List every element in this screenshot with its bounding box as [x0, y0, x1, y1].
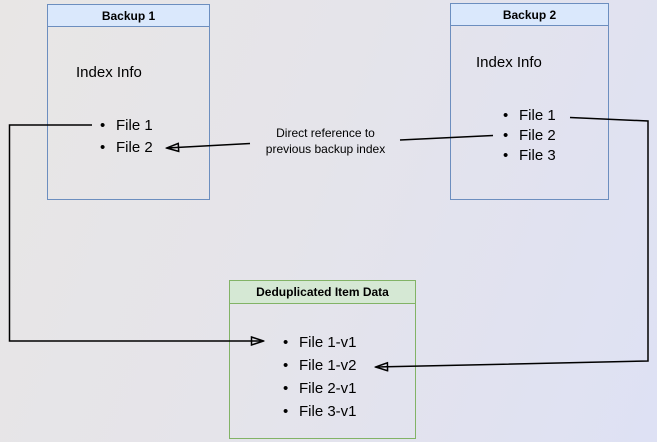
- dedup-file-list: File 1-v1File 1-v2File 2-v1File 3-v1: [275, 331, 357, 423]
- list-item: File 2: [92, 137, 153, 159]
- dedup-box: Deduplicated Item Data File 1-v1File 1-v…: [229, 280, 416, 439]
- edge-label-line2: previous backup index: [265, 142, 386, 156]
- edge-label-line1: Direct reference to: [276, 126, 375, 140]
- backup1-file-list: File 1File 2: [92, 115, 153, 159]
- list-item: File 1-v1: [275, 331, 357, 354]
- list-item: File 1: [92, 115, 153, 137]
- backup2-header: Backup 2: [451, 4, 608, 26]
- backup2-index-info-label: Index Info: [476, 54, 542, 71]
- list-item: File 2: [495, 126, 556, 146]
- backup1-box: Backup 1 Index Info File 1File 2: [47, 4, 210, 200]
- list-item: File 1-v2: [275, 354, 357, 377]
- backup1-index-info-label: Index Info: [76, 64, 142, 81]
- backup2-box: Backup 2 Index Info File 1File 2File 3: [450, 3, 609, 200]
- backup2-file-list: File 1File 2File 3: [495, 106, 556, 166]
- list-item: File 2-v1: [275, 377, 357, 400]
- list-item: File 1: [495, 106, 556, 126]
- list-item: File 3: [495, 146, 556, 166]
- backup1-header: Backup 1: [48, 5, 209, 27]
- list-item: File 3-v1: [275, 400, 357, 423]
- dedup-header: Deduplicated Item Data: [230, 281, 415, 304]
- edge-label: Direct reference to previous backup inde…: [243, 125, 408, 157]
